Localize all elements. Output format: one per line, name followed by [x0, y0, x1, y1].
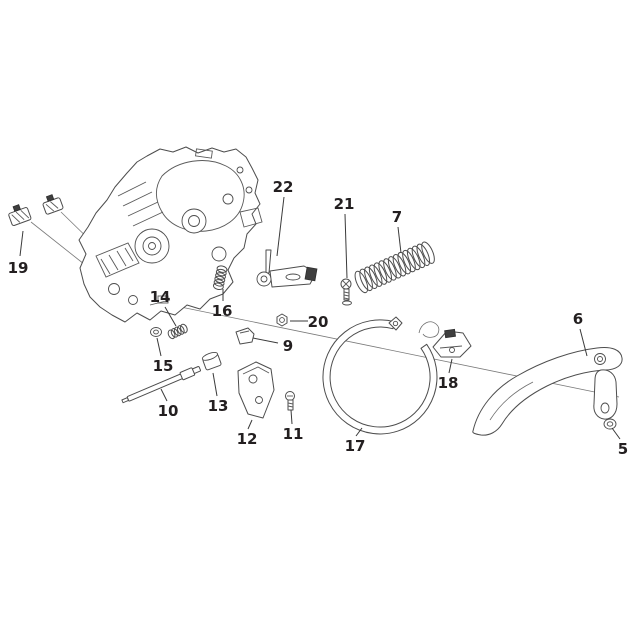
- callout-line-19: [19, 230, 24, 257]
- part-number-19: 19: [7, 259, 29, 277]
- part-number-18: 18: [437, 374, 459, 392]
- part-number-21: 21: [333, 195, 355, 213]
- brake-band-drawing: [322, 316, 440, 435]
- hand-guard-drawing: [472, 347, 623, 436]
- part-number-15: 15: [152, 357, 174, 375]
- callout-line-11: [290, 409, 293, 425]
- screw-drawing-11: [285, 391, 295, 411]
- latch-drawing: [432, 328, 472, 358]
- bracket-plate-drawing: [237, 361, 275, 419]
- callout-line-7: [397, 226, 402, 254]
- callout-line-12: [247, 419, 253, 430]
- screw-drawing-21: [340, 278, 352, 306]
- part-number-11: 11: [282, 425, 304, 443]
- callout-line-15: [156, 337, 162, 357]
- part-number-9: 9: [282, 337, 294, 355]
- callout-line-21: [344, 213, 348, 279]
- callout-line-18: [448, 358, 453, 374]
- washer-drawing-5: [603, 418, 617, 430]
- part-number-13: 13: [207, 397, 229, 415]
- part-number-10: 10: [157, 402, 179, 420]
- wire-clamp-drawing: [8, 194, 102, 269]
- part-number-14: 14: [149, 288, 171, 306]
- spring-14-drawing: [167, 323, 188, 340]
- washer-drawing-15: [150, 327, 162, 337]
- callout-line-14: [164, 306, 177, 327]
- callout-line-10: [160, 388, 168, 402]
- callout-line-5: [611, 427, 621, 440]
- part-number-16: 16: [211, 302, 233, 320]
- callout-line-9: [252, 337, 279, 344]
- part-number-5: 5: [617, 440, 629, 458]
- bushing-drawing: [201, 351, 222, 371]
- nut-drawing: [276, 313, 288, 327]
- part-number-7: 7: [391, 208, 403, 226]
- part-number-6: 6: [572, 310, 584, 328]
- brake-lever-drawing: [256, 249, 318, 288]
- callout-line-22: [276, 196, 285, 257]
- brake-spring-drawing: [354, 241, 435, 294]
- callout-line-6: [579, 328, 588, 357]
- part-number-12: 12: [236, 430, 258, 448]
- spring-16-drawing: [212, 265, 228, 291]
- part-number-22: 22: [272, 178, 294, 196]
- part-number-17: 17: [344, 437, 366, 455]
- callout-line-17: [355, 427, 363, 437]
- callout-line-13: [212, 372, 218, 397]
- rod-drawing: [121, 366, 201, 404]
- part-number-20: 20: [307, 313, 329, 331]
